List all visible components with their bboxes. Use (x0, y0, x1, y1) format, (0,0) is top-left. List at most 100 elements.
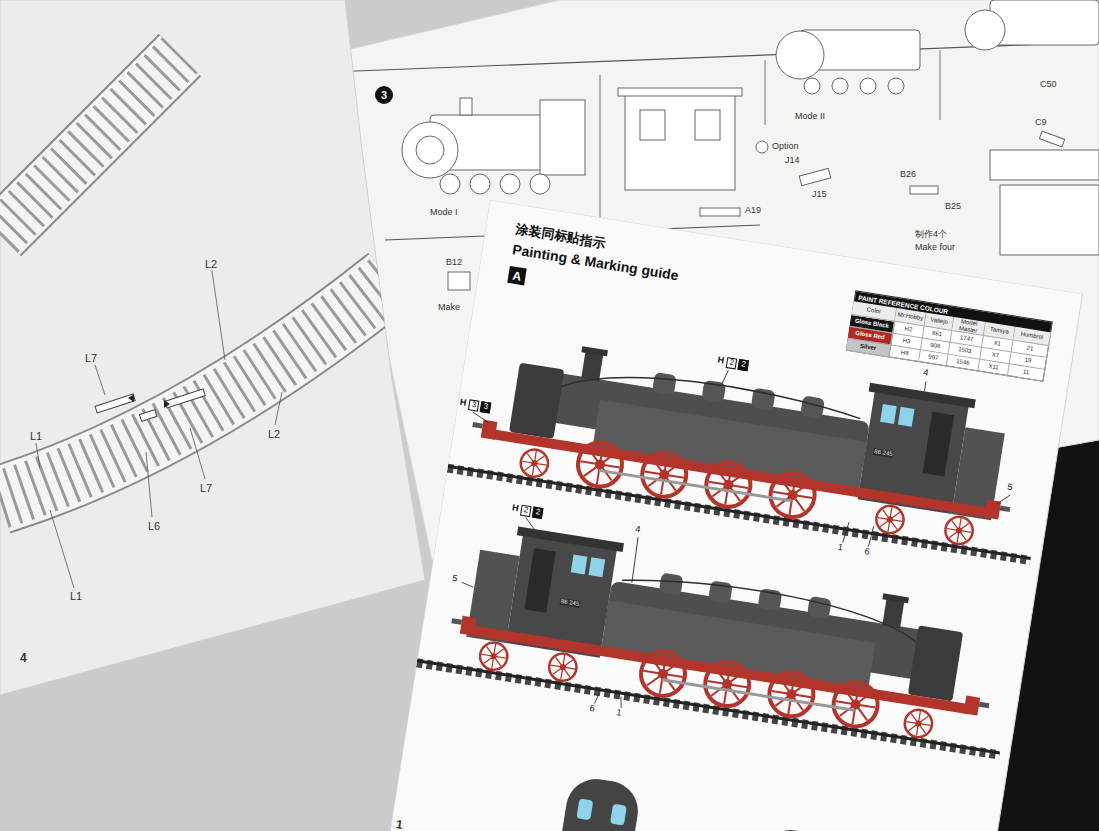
loco-sketch (776, 30, 920, 94)
loco-sketch (860, 78, 876, 94)
track-drawing (0, 280, 390, 500)
track-drawing (139, 410, 156, 422)
locomotive-front-view (554, 775, 642, 831)
locomotive-front-view (610, 804, 627, 826)
leader-line (524, 518, 535, 529)
callout-number: 4 (634, 525, 641, 536)
paint-code-box: 2 (726, 357, 738, 369)
track-drawing (128, 394, 170, 408)
part-label: L1 (30, 430, 42, 442)
instruction-sheet-back (600, 75, 601, 232)
part-label: Make four (915, 243, 955, 253)
loco-sketch (776, 31, 824, 79)
locomotive-side-view (416, 514, 1023, 759)
callout-number: 1 (616, 708, 623, 719)
label-layer: Painting & Marking guideAPAINT REFERENCE… (371, 200, 1099, 831)
step-number: 3 (375, 86, 393, 104)
leader-line (843, 522, 849, 543)
leader-line (190, 428, 205, 479)
part-label: L2 (268, 428, 280, 440)
number-plate: 86 245 (873, 448, 894, 458)
track-drawing (165, 389, 205, 408)
track-drawing (0, 55, 180, 235)
instruction-sheet-back (940, 50, 941, 120)
paint-code-letter: H (511, 503, 519, 514)
part-label: Mode II (795, 112, 825, 122)
leader-line (36, 271, 282, 588)
loco-sketch (460, 98, 472, 115)
part-label: B25 (945, 202, 961, 212)
leader-line (275, 392, 282, 425)
cab-sketch (618, 88, 742, 96)
node-text: A (512, 268, 523, 283)
callout-number: 4 (923, 368, 930, 379)
painting-guide-illustration (371, 200, 1099, 831)
leader-line (631, 537, 639, 583)
part-label: B26 (900, 170, 916, 180)
page-number: 4 (20, 652, 27, 665)
loco-sketch (402, 98, 585, 194)
leader-line (924, 381, 926, 391)
leader-line (619, 697, 623, 708)
part-label: L6 (148, 520, 160, 532)
loco-sketch (804, 78, 820, 94)
leader-line (471, 412, 489, 423)
cab-sketch (695, 110, 720, 140)
loco-sketch (530, 174, 550, 194)
part-label: L1 (70, 590, 82, 602)
callout-number: 5 (452, 574, 459, 585)
locomotive-front-view (576, 798, 593, 820)
loco-sketch (965, 10, 1005, 50)
callout-number: 6 (864, 547, 871, 558)
part-label: Mode I (430, 208, 458, 218)
leader-line (461, 582, 473, 587)
cab-sketch (640, 110, 665, 140)
leader-line (595, 693, 600, 704)
loco-sketch (470, 174, 490, 194)
part-sketch (990, 150, 1099, 180)
part-label: Make (438, 303, 460, 313)
part-label: C9 (1035, 118, 1047, 128)
leader-line (212, 271, 225, 360)
loco-sketch (540, 100, 585, 175)
part-label: L7 (85, 352, 97, 364)
track-drawing (164, 400, 170, 408)
track-drawing (0, 55, 180, 235)
sheet-paper (371, 200, 1083, 831)
node-text: 3 (381, 89, 387, 101)
loco-sketch (832, 78, 848, 94)
paint-code-box: 3 (480, 401, 492, 413)
locomotive-front-view (748, 826, 836, 831)
callout-number: 5 (1007, 483, 1014, 494)
instruction-booklet (0, 0, 425, 695)
paint-code-box: 2 (532, 507, 544, 519)
instruction-booklet (0, 0, 425, 695)
part-label: 制作4个 (915, 230, 947, 240)
track-drawing (0, 55, 180, 235)
part-label: L7 (200, 482, 212, 494)
leader-line (146, 452, 152, 517)
track-drawing (95, 389, 205, 421)
leader-line (95, 365, 105, 395)
instruction-sheet-back (765, 60, 766, 125)
part-label: J15 (812, 190, 827, 200)
loco-sketch (440, 174, 460, 194)
painting-guide-sheet: Painting & Marking guideAPAINT REFERENCE… (371, 200, 1099, 831)
paint-code-letter: H (459, 398, 467, 409)
part-sketch (910, 186, 938, 194)
paint-code-box: 2 (738, 359, 750, 371)
leader-line (722, 370, 728, 384)
callout-number: 6 (589, 704, 596, 715)
leader-line (997, 493, 1011, 506)
part-label: L2 (205, 258, 217, 270)
cab-sketch (618, 88, 742, 190)
part-sketch (1039, 131, 1064, 147)
leader-line (50, 510, 74, 588)
part-label: C50 (1040, 80, 1057, 90)
part-label: Option (772, 142, 799, 152)
part-label: B12 (446, 258, 462, 268)
callout-number: 1 (837, 543, 844, 554)
page-number: 1 (395, 818, 404, 831)
part-label: A19 (745, 206, 761, 216)
locomotive-front-view (748, 826, 836, 831)
